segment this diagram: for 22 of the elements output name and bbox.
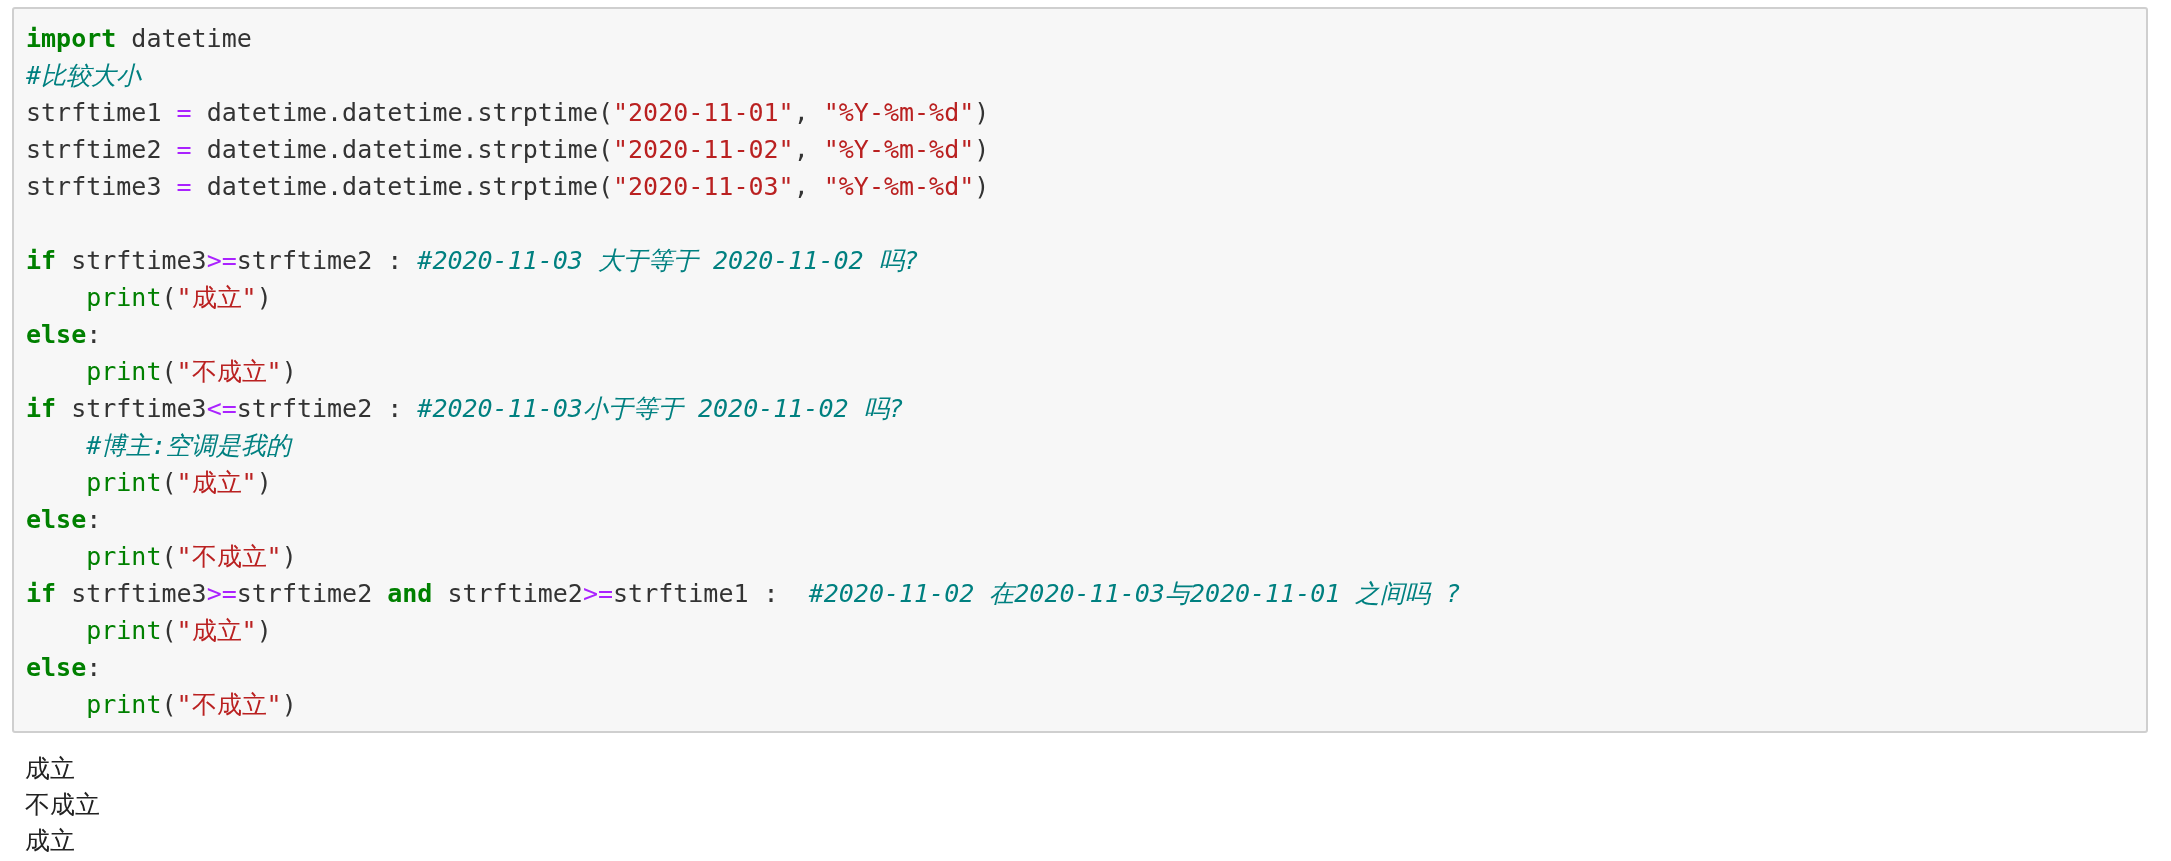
code-line: import datetime [26, 23, 252, 55]
code-comment: #博主:空调是我的 [85, 430, 292, 462]
code-line: strftime2 = datetime.datetime.strptime("2020-11-02", "%Y-%m-%d") [26, 134, 990, 166]
code-line: strftime1 = datetime.datetime.strptime("2020-11-01", "%Y-%m-%d") [26, 97, 990, 129]
code-line: else: [26, 504, 102, 536]
code-line: else: [26, 652, 102, 684]
code-line: if strftime3>=strftime2 : #2020-11-03 大于等于 2020-11-02 吗? [26, 245, 919, 277]
code-block [12, 7, 2148, 733]
code-comment: #比较大小 [26, 60, 142, 92]
code-line: print("成立") [85, 282, 272, 314]
code-line: if strftime3>=strftime2 and strftime2>=strftime1 : #2020-11-02 在2020-11-03与2020-11-01 之间吗 ? [26, 578, 1461, 610]
code-line: else: [26, 319, 102, 351]
code-line: if strftime3<=strftime2 : #2020-11-03小于等于 2020-11-02 吗? [26, 393, 904, 425]
code-line: strftime3 = datetime.datetime.strptime("2020-11-03", "%Y-%m-%d") [26, 171, 990, 203]
code-line: print("不成立") [85, 541, 297, 573]
output-line: 成立 [25, 753, 75, 785]
code-line: print("不成立") [85, 356, 297, 388]
code-line: print("成立") [85, 615, 272, 647]
code-line: print("成立") [85, 467, 272, 499]
output-line: 成立 [25, 825, 75, 857]
output-line: 不成立 [25, 789, 100, 821]
code-line: print("不成立") [85, 689, 297, 721]
